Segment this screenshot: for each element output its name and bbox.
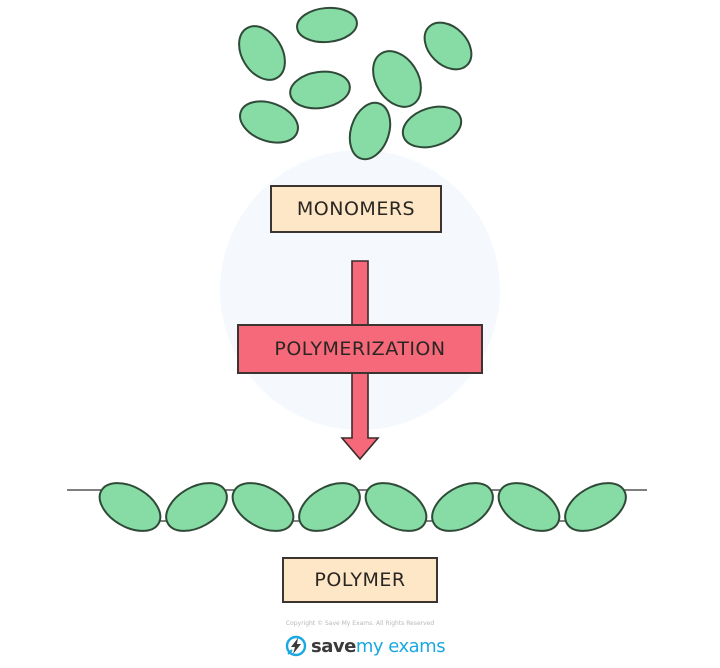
polymer-unit [165,482,228,532]
copyright-text: Copyright © Save My Exams. All Rights Re… [285,620,435,627]
brand-logo: savemy exams [285,634,446,658]
monomer [372,50,422,108]
monomers-label: MONOMERS [270,185,442,233]
polymer-unit [231,482,295,532]
monomer [296,6,358,44]
polymer-unit [564,482,627,532]
polymer-unit [364,482,428,532]
polymer-chain [67,482,647,532]
polymer-label-text: POLYMER [314,569,406,591]
polymerization-label: POLYMERIZATION [237,324,483,374]
polymer-unit [298,482,361,532]
polymer-unit [98,482,162,532]
monomer [238,25,286,81]
monomer-group [238,6,473,161]
monomer [289,70,351,110]
monomer [401,105,463,149]
polymer-unit [431,482,494,532]
polymerization-label-text: POLYMERIZATION [274,338,446,360]
polymer-label: POLYMER [282,557,438,603]
brand-text-my-exams: my exams [355,635,446,657]
monomers-label-text: MONOMERS [296,198,416,220]
polymer-unit [497,482,561,532]
lightning-bolt-icon [285,635,307,657]
monomer [423,21,473,71]
brand-text-save: save [311,635,356,657]
monomer [239,100,299,144]
monomer [348,101,392,161]
